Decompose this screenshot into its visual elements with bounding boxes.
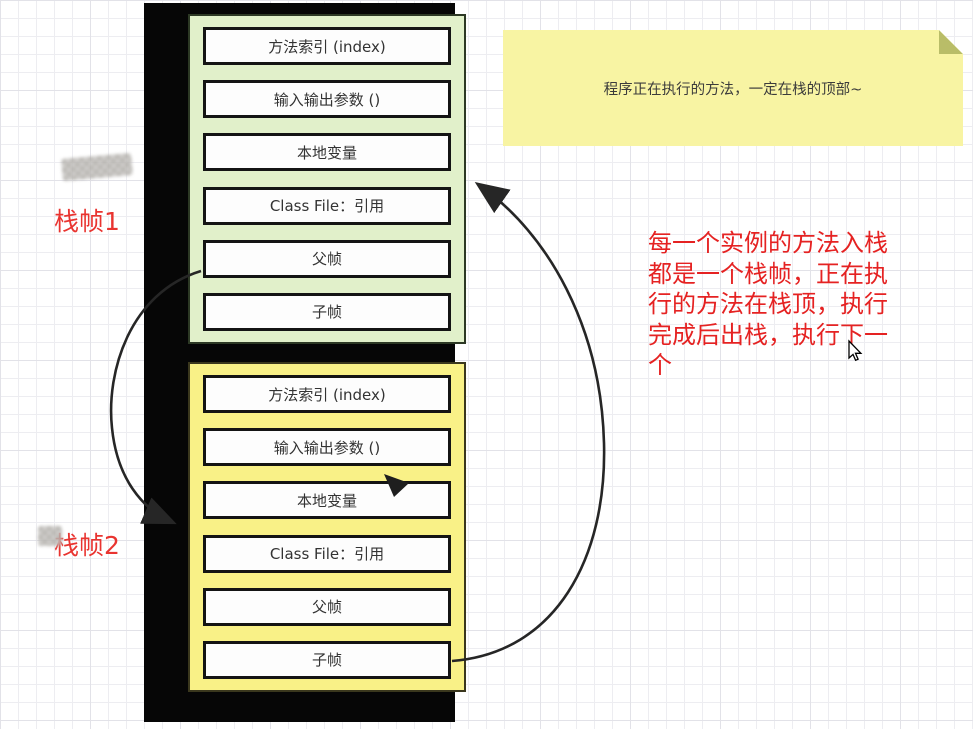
stack-frame-1[interactable]: 方法索引 (index) 输入输出参数 () 本地变量 Class File：引… bbox=[188, 14, 466, 344]
frame-box-label: 父帧 bbox=[311, 598, 342, 617]
annotation-line: 行的方法在栈顶，执行 bbox=[648, 290, 888, 318]
frame1-box-io-params[interactable]: 输入输出参数 () bbox=[203, 80, 451, 119]
frame-box-label: 输入输出参数 () bbox=[273, 438, 381, 457]
frame1-box-parent-frame[interactable]: 父帧 bbox=[203, 239, 451, 278]
annotation-line: 都是一个栈帧，正在执 bbox=[648, 259, 888, 288]
frame2-box-local-vars[interactable]: 本地变量 bbox=[203, 481, 451, 520]
frame-box-label: 子帧 bbox=[311, 303, 342, 322]
frame-box-label: 方法索引 (index) bbox=[268, 385, 386, 404]
sticky-note-fold-corner bbox=[939, 30, 963, 54]
frame2-box-parent-frame[interactable]: 父帧 bbox=[203, 587, 451, 626]
frame-box-label: 本地变量 bbox=[296, 491, 357, 510]
frame-box-label: Class File：引用 bbox=[269, 545, 385, 564]
arrow-child-to-frame1[interactable] bbox=[451, 182, 606, 663]
frame-box-label: 输入输出参数 () bbox=[273, 90, 381, 109]
annotation-text[interactable]: 每一个实例的方法入栈 都是一个栈帧，正在执 行的方法在栈顶，执行 完成后出栈，执… bbox=[648, 228, 948, 381]
annotation-line: 个 bbox=[648, 351, 672, 379]
sticky-note[interactable]: 程序正在执行的方法，一定在栈的顶部~ bbox=[503, 30, 963, 146]
frame1-label[interactable]: 栈帧1 bbox=[54, 207, 120, 236]
frame-box-label: 方法索引 (index) bbox=[268, 37, 386, 56]
frame-box-label: 本地变量 bbox=[296, 143, 357, 162]
frame-box-label: 父帧 bbox=[311, 250, 342, 269]
annotation-line: 完成后出栈，执行下一 bbox=[648, 320, 888, 349]
frame1-box-child-frame[interactable]: 子帧 bbox=[203, 292, 451, 331]
blurred-watermark bbox=[61, 152, 133, 182]
blurred-watermark-small bbox=[38, 526, 62, 546]
frame2-box-method-index[interactable]: 方法索引 (index) bbox=[203, 375, 451, 413]
frame1-box-local-vars[interactable]: 本地变量 bbox=[203, 133, 451, 172]
frame2-box-classfile-ref[interactable]: Class File：引用 bbox=[203, 534, 451, 573]
sticky-note-text: 程序正在执行的方法，一定在栈的顶部~ bbox=[603, 82, 863, 98]
frame-box-label: 子帧 bbox=[311, 651, 342, 670]
frame2-box-child-frame[interactable]: 子帧 bbox=[203, 640, 451, 679]
annotation-line: 每一个实例的方法入栈 bbox=[648, 229, 888, 257]
frame-box-label: Class File：引用 bbox=[269, 197, 385, 216]
frame2-label[interactable]: 栈帧2 bbox=[54, 531, 120, 560]
frame1-box-method-index[interactable]: 方法索引 (index) bbox=[203, 27, 451, 65]
frame1-box-classfile-ref[interactable]: Class File：引用 bbox=[203, 186, 451, 225]
frame2-box-io-params[interactable]: 输入输出参数 () bbox=[203, 428, 451, 467]
stack-frame-2[interactable]: 方法索引 (index) 输入输出参数 () 本地变量 Class File：引… bbox=[188, 362, 466, 692]
